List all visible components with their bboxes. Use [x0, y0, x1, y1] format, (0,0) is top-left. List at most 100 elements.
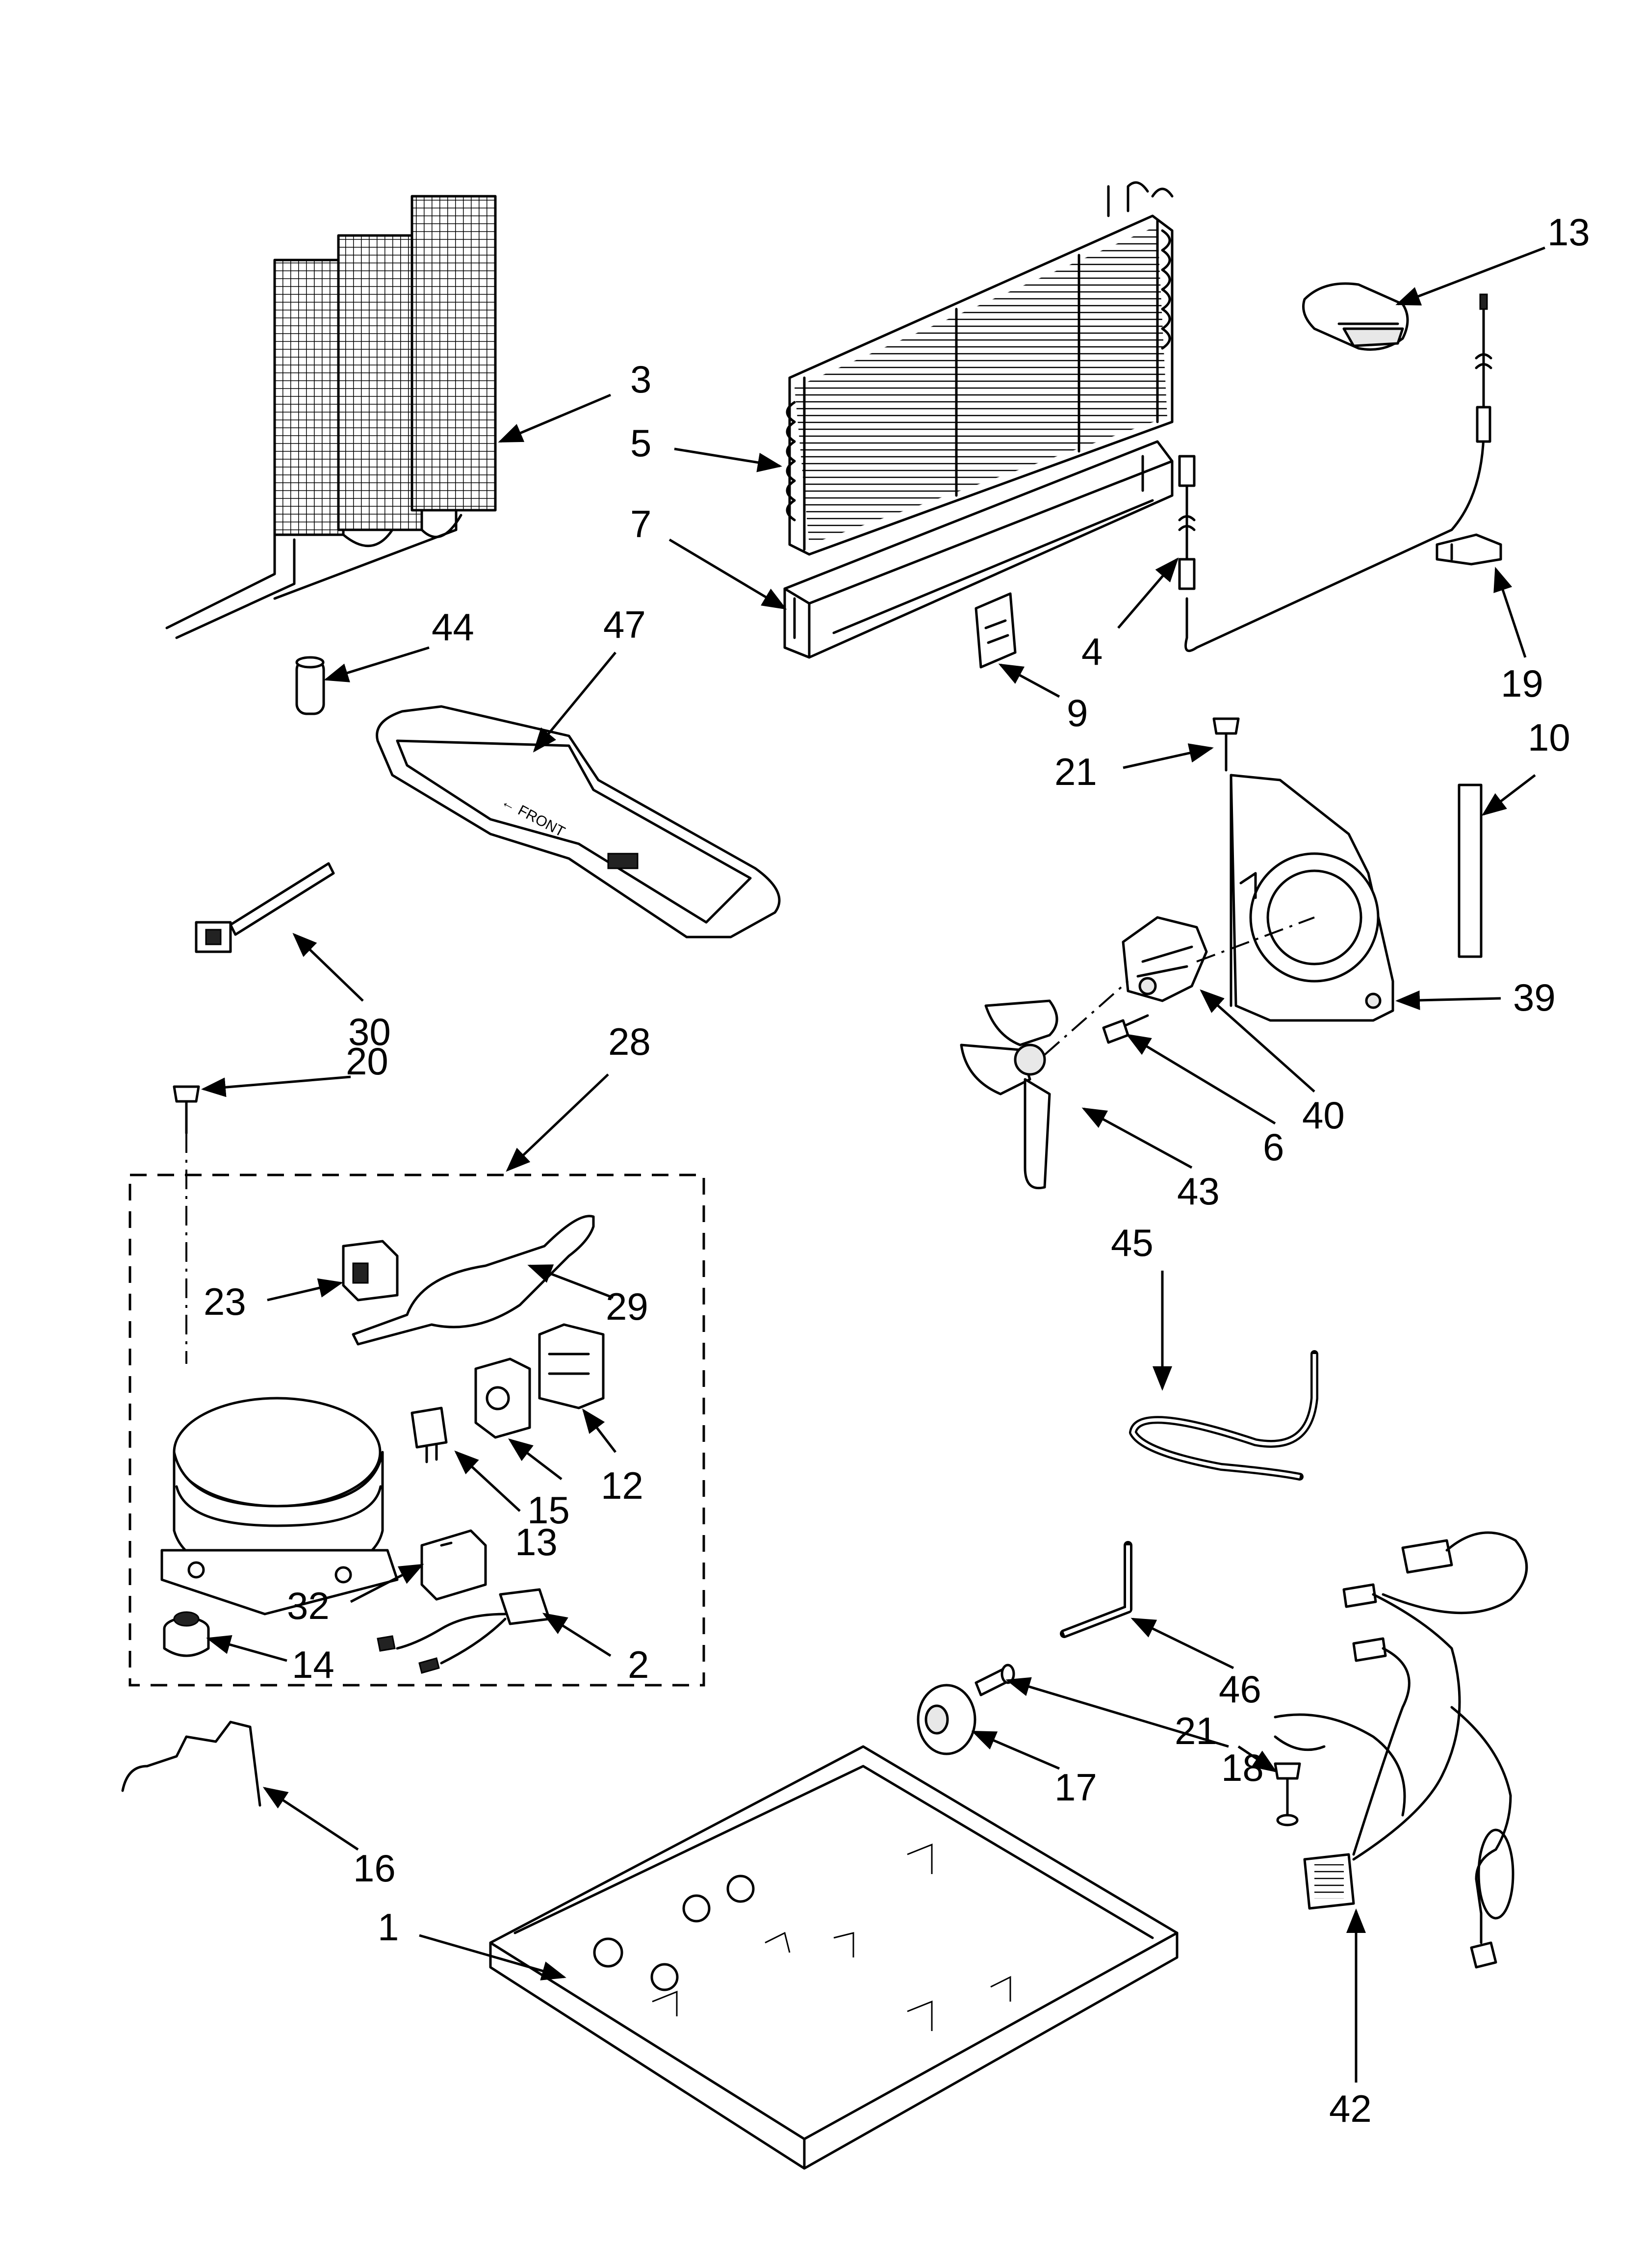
leader-47	[533, 652, 616, 753]
start-device	[474, 1357, 531, 1439]
leader-13	[454, 1450, 521, 1512]
leader-16	[262, 1787, 359, 1851]
callout-42: 42	[1329, 2087, 1372, 2130]
leader-18	[1005, 1677, 1229, 1748]
callout-23: 23	[204, 1280, 246, 1323]
callout-45: 45	[1111, 1221, 1154, 1264]
callout-21-lower: 21	[1175, 1709, 1217, 1752]
overload-part	[538, 1323, 605, 1409]
callout-5: 5	[630, 421, 651, 465]
screw-lower	[1274, 1762, 1301, 1826]
callout-18: 18	[1221, 1746, 1264, 1789]
leader-21a	[1123, 743, 1214, 769]
leader-30	[292, 933, 364, 1002]
callout-19: 19	[1501, 662, 1543, 705]
leader-44	[324, 646, 430, 682]
callout-39: 39	[1513, 976, 1556, 1019]
callout-46: 46	[1219, 1668, 1261, 1711]
callout-40: 40	[1302, 1094, 1345, 1137]
leader-2	[542, 1613, 612, 1657]
callout-11: 13	[1547, 210, 1590, 254]
callout-4: 4	[1081, 630, 1103, 673]
leader-28	[506, 1073, 609, 1172]
leader-1	[419, 1934, 566, 1981]
callout-14: 14	[292, 1643, 334, 1686]
terminal-plug	[410, 1407, 448, 1463]
screw-upper	[1212, 717, 1240, 772]
callout-10: 10	[1528, 716, 1570, 759]
strip-part	[1458, 783, 1483, 958]
callout-43: 43	[1177, 1170, 1220, 1213]
leader-43	[1081, 1107, 1193, 1169]
grommet	[163, 1611, 210, 1657]
leader-12	[582, 1408, 616, 1453]
leader-14	[206, 1635, 287, 1662]
callout-28: 28	[608, 1020, 651, 1063]
callout-2: 2	[628, 1643, 649, 1686]
cable-tie	[195, 862, 335, 953]
callout-6: 6	[1263, 1125, 1284, 1169]
callout-9: 9	[1067, 691, 1088, 734]
leader-46	[1130, 1617, 1234, 1669]
wiring-harness	[1274, 1531, 1528, 1969]
callout-3: 3	[630, 358, 651, 401]
leader-32	[350, 1564, 424, 1603]
leader-lines	[201, 246, 1545, 2083]
leader-15	[508, 1438, 563, 1480]
cap-part	[1302, 282, 1409, 351]
leader-11	[1395, 246, 1545, 306]
callout-16: 16	[353, 1847, 396, 1890]
leader-17	[971, 1730, 1060, 1770]
leader-7	[668, 538, 787, 610]
callout-17: 17	[1054, 1766, 1097, 1809]
callout-47: 47	[603, 603, 646, 646]
callout-20: 20	[346, 1040, 388, 1083]
callout-44: 44	[432, 605, 474, 649]
callout-labels: 3 5 7 13 4 19 9 44 47 21 10 30 39 40 6 4…	[204, 210, 1590, 2130]
wire-16	[121, 1721, 261, 1807]
kit-boundary	[128, 1173, 705, 1687]
leader-39	[1395, 990, 1501, 1010]
thermistor-wire	[1178, 293, 1492, 652]
callout-7: 7	[630, 502, 651, 546]
harness-plug	[377, 1588, 551, 1674]
condenser-coil	[165, 195, 497, 639]
leader-23	[267, 1278, 343, 1302]
fan-shroud	[1230, 774, 1394, 1022]
leader-5	[674, 447, 782, 472]
callout-15: 15	[527, 1488, 570, 1532]
evaporator	[786, 181, 1174, 556]
callout-21-upper: 21	[1054, 750, 1097, 793]
fan-motor	[1122, 916, 1315, 1002]
fan-blade	[960, 980, 1129, 1189]
filter-drier	[352, 1215, 595, 1346]
leader-3	[498, 393, 611, 443]
callout-13: 13	[515, 1520, 558, 1564]
screw-20	[173, 1085, 200, 1364]
drain-trough	[783, 440, 1174, 659]
leader-29	[527, 1264, 614, 1299]
leader-9	[998, 663, 1060, 698]
clip-part	[1436, 533, 1502, 566]
callout-1: 1	[378, 1905, 399, 1949]
leader-4	[1117, 557, 1179, 629]
base-frame	[489, 1745, 1179, 2170]
leader-10	[1482, 774, 1536, 816]
drain-hose	[1129, 1350, 1318, 1481]
leader-40	[1200, 989, 1315, 1093]
leader-21b	[1237, 1745, 1278, 1773]
leader-20	[201, 1075, 351, 1097]
relay-part	[342, 1240, 399, 1302]
screw-6	[1102, 1014, 1149, 1044]
leader-19	[1493, 567, 1527, 658]
capacitor-part	[295, 656, 325, 715]
compressor	[160, 1397, 399, 1616]
callout-12: 12	[601, 1464, 643, 1507]
tube-46	[1060, 1541, 1132, 1638]
wheel	[917, 1684, 976, 1755]
drain-pan: ← FRONT	[376, 705, 781, 938]
run-capacitor	[420, 1529, 487, 1601]
callout-29: 29	[606, 1285, 648, 1328]
leader-6	[1126, 1034, 1276, 1125]
